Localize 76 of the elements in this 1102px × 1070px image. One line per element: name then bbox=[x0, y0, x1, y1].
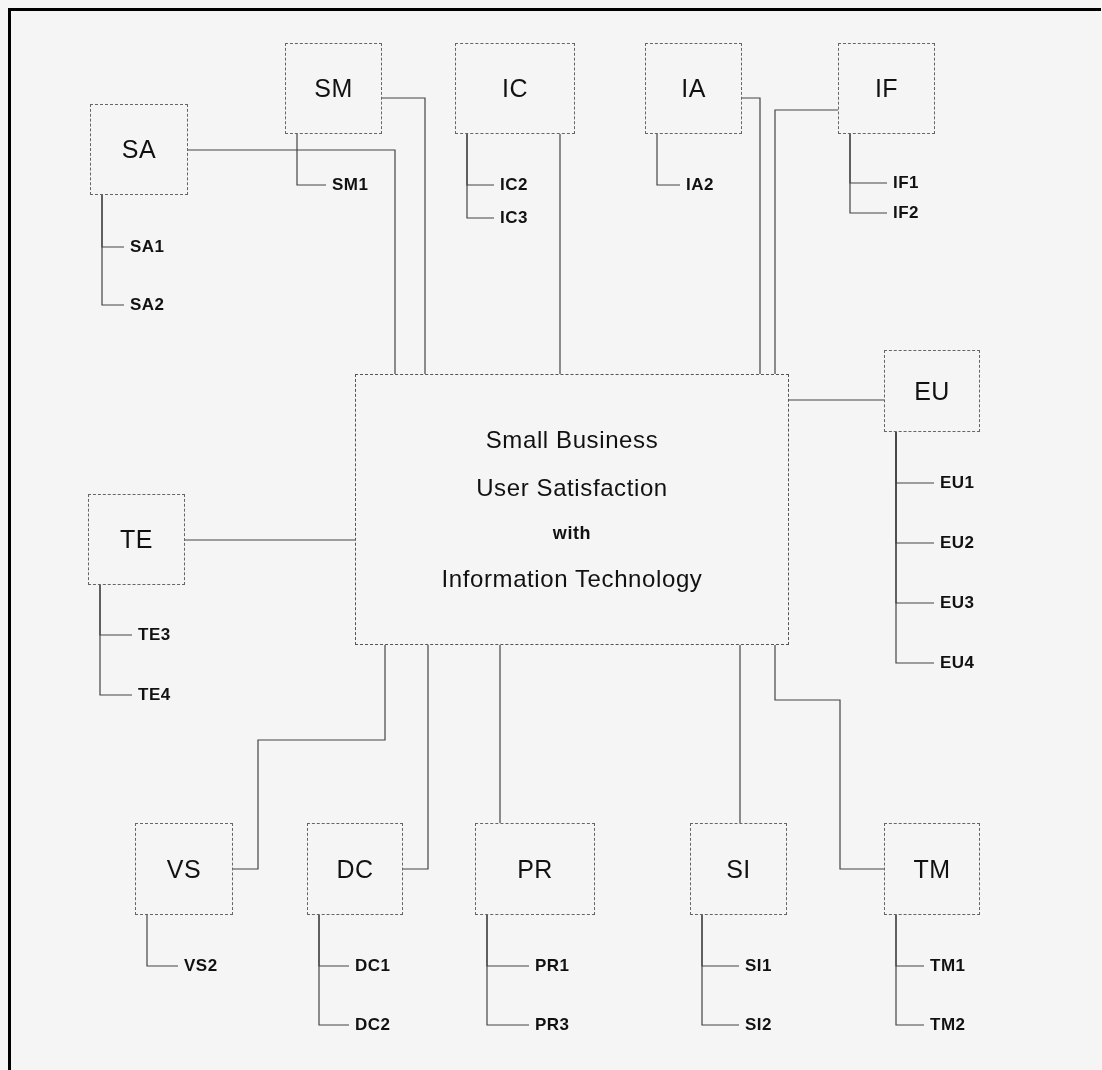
item-label: SI1 bbox=[745, 955, 773, 977]
connector-line bbox=[774, 109, 839, 375]
connector-line bbox=[774, 644, 885, 870]
item-label: SA2 bbox=[130, 294, 165, 316]
construct-text: Information Technology bbox=[441, 565, 703, 592]
connector-line bbox=[499, 644, 501, 824]
item-label: EU4 bbox=[940, 652, 975, 674]
factor-box bbox=[884, 350, 980, 432]
factor-box bbox=[135, 823, 233, 915]
item-label: TE4 bbox=[138, 684, 171, 706]
factor-label: SI bbox=[726, 854, 751, 884]
factor-box bbox=[88, 494, 185, 585]
connector-line bbox=[101, 194, 125, 306]
connector-line bbox=[895, 431, 935, 664]
connector-line bbox=[701, 914, 740, 1026]
factor-label: SA bbox=[121, 135, 157, 164]
item-label: EU3 bbox=[940, 592, 975, 614]
connector-line bbox=[486, 914, 530, 1026]
item-label: PR1 bbox=[535, 955, 570, 977]
connector-line bbox=[99, 584, 133, 696]
factor-label: PR bbox=[517, 854, 553, 884]
connector-line bbox=[381, 97, 426, 375]
connector-line bbox=[187, 149, 396, 375]
connector-line bbox=[895, 914, 925, 1026]
connector-line bbox=[739, 644, 741, 824]
factor-label: SM bbox=[314, 74, 353, 103]
construct-text: User Satisfaction bbox=[476, 475, 668, 502]
factor-label: EU bbox=[914, 376, 950, 406]
connector-line bbox=[849, 133, 888, 214]
item-label: SA1 bbox=[130, 236, 165, 258]
factor-box bbox=[645, 43, 742, 134]
item-label: PR3 bbox=[535, 1014, 570, 1036]
connector-line bbox=[559, 133, 561, 375]
factor-box bbox=[307, 823, 403, 915]
construct-text: with bbox=[552, 523, 592, 544]
item-label: TE3 bbox=[138, 624, 171, 646]
item-label: TM1 bbox=[930, 955, 966, 977]
item-label: DC2 bbox=[355, 1014, 391, 1036]
item-label: EU2 bbox=[940, 532, 975, 554]
connector-line bbox=[656, 133, 681, 186]
construct-text: Small Business bbox=[485, 427, 659, 454]
factor-label: IC bbox=[502, 74, 528, 103]
connector-line bbox=[741, 97, 761, 375]
factor-label: VS bbox=[166, 854, 202, 884]
item-label: EU1 bbox=[940, 472, 975, 494]
factor-label: DC bbox=[336, 854, 374, 884]
factor-box bbox=[690, 823, 787, 915]
item-label: IC3 bbox=[500, 207, 528, 229]
factor-box bbox=[90, 104, 188, 195]
factor-box bbox=[475, 823, 595, 915]
connector-line bbox=[232, 644, 386, 870]
factor-box bbox=[884, 823, 980, 915]
item-label: SM1 bbox=[332, 174, 369, 196]
connector-line bbox=[146, 914, 179, 967]
connector-line bbox=[402, 644, 429, 870]
factor-box bbox=[455, 43, 575, 134]
factor-label: IF bbox=[874, 74, 899, 103]
item-label: IF1 bbox=[893, 172, 920, 194]
connector-line bbox=[788, 399, 885, 401]
item-label: IA2 bbox=[686, 174, 714, 196]
item-label: DC1 bbox=[355, 955, 391, 977]
construct-box bbox=[355, 374, 789, 645]
connector-line bbox=[296, 133, 327, 186]
factor-label: IA bbox=[681, 74, 706, 103]
item-label: IF2 bbox=[893, 202, 920, 224]
connector-line bbox=[318, 914, 350, 1026]
factor-box bbox=[838, 43, 935, 134]
factor-box bbox=[285, 43, 382, 134]
factor-label: TM bbox=[913, 854, 951, 884]
connector-line bbox=[184, 539, 356, 541]
item-label: IC2 bbox=[500, 174, 528, 196]
item-label: SI2 bbox=[745, 1014, 773, 1036]
item-label: TM2 bbox=[930, 1014, 966, 1036]
factor-label: TE bbox=[120, 525, 153, 554]
item-label: VS2 bbox=[184, 955, 218, 977]
connector-line bbox=[466, 133, 495, 219]
